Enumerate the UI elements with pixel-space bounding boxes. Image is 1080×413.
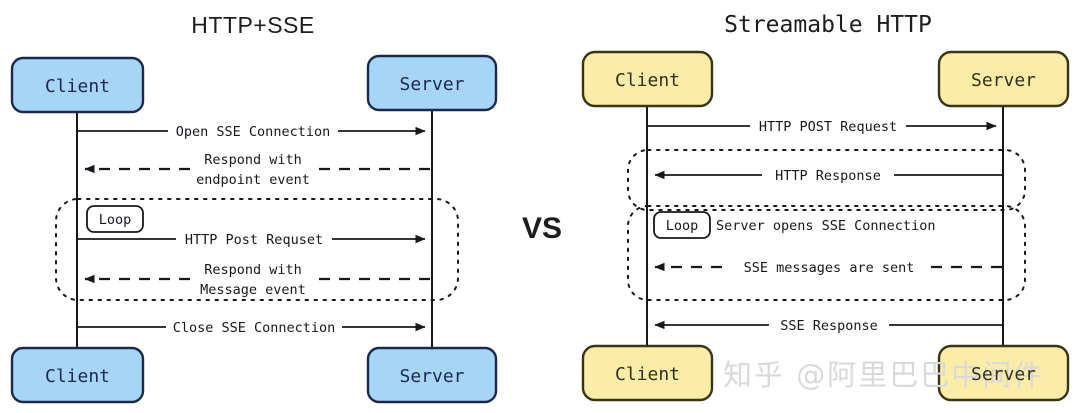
right-message-sse-messages-are-sent-label: SSE messages are sent xyxy=(744,260,915,276)
right-message-sse-response-label: SSE Response xyxy=(780,318,878,334)
left-message-respond-endpoint-event: Respond with endpoint event xyxy=(84,148,430,188)
right-message-sse-response: SSE Response xyxy=(654,315,1002,334)
left-message-close-sse-connection-label: Close SSE Connection xyxy=(173,320,336,336)
left-message-respond-message-event: Respond with Message event xyxy=(84,258,430,298)
left-client-bottom-label: Client xyxy=(45,366,110,387)
right-message-http-response-label: HTTP Response xyxy=(775,168,881,184)
right-inner-loop-frame: Loop Server opens SSE Connection xyxy=(627,205,1026,301)
right-message-http-post-request-label: HTTP POST Request xyxy=(759,119,897,135)
right-client-bottom-box[interactable]: Client xyxy=(581,344,714,402)
right-loop-tag-label: Loop xyxy=(666,218,699,234)
left-message-respond-message-event-label-2: Message event xyxy=(200,282,306,298)
right-diagram: Streamable HTTP Client Server HTTP POST … xyxy=(581,12,1070,402)
left-diagram: HTTP+SSE Client Server Open SSE Connecti… xyxy=(10,12,498,404)
right-client-top-box[interactable]: Client xyxy=(581,50,714,108)
left-loop-frame: Loop xyxy=(55,198,459,301)
left-message-respond-endpoint-event-label-1: Respond with xyxy=(204,152,302,168)
left-diagram-title: HTTP+SSE xyxy=(191,12,315,38)
left-server-top-box[interactable]: Server xyxy=(366,54,498,112)
right-client-top-label: Client xyxy=(615,70,680,91)
left-message-close-sse-connection: Close SSE Connection xyxy=(78,317,426,336)
right-outer-loop-frame xyxy=(627,149,1026,211)
right-server-top-label: Server xyxy=(971,70,1036,91)
left-server-bottom-label: Server xyxy=(399,366,464,387)
right-server-bottom-box[interactable] xyxy=(937,344,1070,402)
right-client-bottom-label: Client xyxy=(615,364,680,385)
right-server-top-box[interactable]: Server xyxy=(937,50,1070,108)
left-loop-tag: Loop xyxy=(86,205,144,233)
left-message-http-post-requset-label: HTTP Post Requset xyxy=(185,232,323,248)
left-client-top-box[interactable]: Client xyxy=(10,56,145,114)
left-server-bottom-box[interactable]: Server xyxy=(366,346,498,404)
left-message-open-sse-connection-label: Open SSE Connection xyxy=(176,124,330,140)
left-loop-tag-label: Loop xyxy=(99,212,132,228)
right-loop-note-label: Server opens SSE Connection xyxy=(716,218,935,234)
left-message-open-sse-connection: Open SSE Connection xyxy=(78,121,426,140)
vs-separator-label: VS xyxy=(522,212,562,245)
left-message-http-post-requset: HTTP Post Requset xyxy=(78,229,426,248)
right-message-http-response: HTTP Response xyxy=(654,165,1002,184)
right-message-http-post-request: HTTP POST Request xyxy=(648,116,997,135)
right-message-sse-messages-are-sent: SSE messages are sent xyxy=(654,257,1002,276)
left-client-top-label: Client xyxy=(45,76,110,97)
left-server-top-label: Server xyxy=(399,74,464,95)
left-message-respond-message-event-label-1: Respond with xyxy=(204,262,302,278)
right-loop-tag: Loop xyxy=(653,211,711,239)
left-client-bottom-box[interactable]: Client xyxy=(10,346,145,404)
right-diagram-title: Streamable HTTP xyxy=(724,12,932,38)
left-message-respond-endpoint-event-label-2: endpoint event xyxy=(196,172,310,188)
